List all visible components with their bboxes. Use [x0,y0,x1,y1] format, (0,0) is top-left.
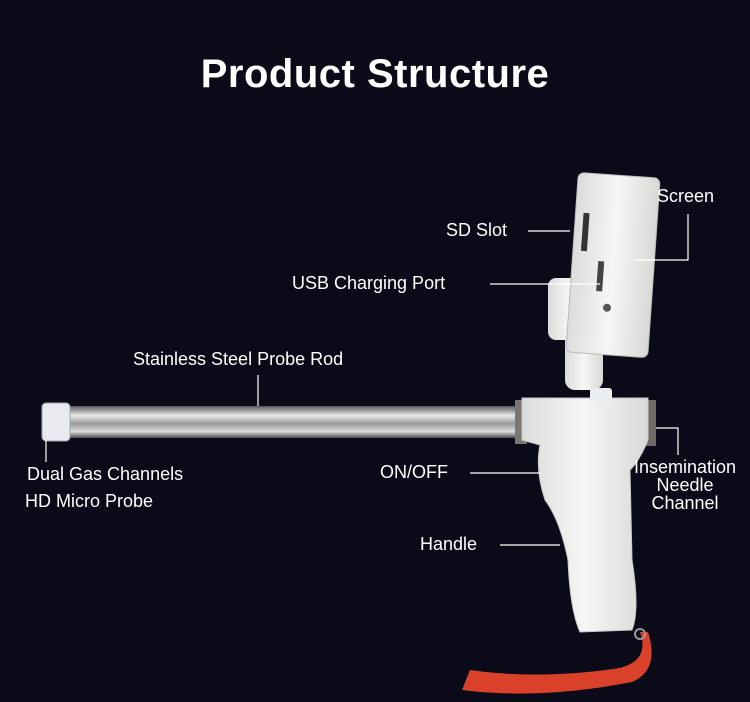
label-handle: Handle [420,534,478,554]
probe-rod [60,406,520,438]
label-line: Insemination [633,457,737,477]
label-dual-gas: Dual Gas Channels [27,464,184,484]
label-line: Needle [656,475,714,495]
label-usb-port: USB Charging Port [292,273,446,293]
handle-body [521,397,649,633]
label-screen: Screen [657,186,715,206]
screen-device [565,172,661,358]
leader-lines [45,214,689,546]
micro-probe-tip [41,402,71,442]
label-micro-probe: HD Micro Probe [25,491,154,511]
page-title: Product Structure [200,52,550,96]
label-sd-slot: SD Slot [446,220,508,240]
lanyard [462,632,652,694]
label-probe-rod: Stainless Steel Probe Rod [133,349,344,369]
label-on-off: ON/OFF [380,462,448,482]
label-needle-channel: Insemination Needle Channel [622,458,748,512]
label-line: Channel [651,493,719,513]
